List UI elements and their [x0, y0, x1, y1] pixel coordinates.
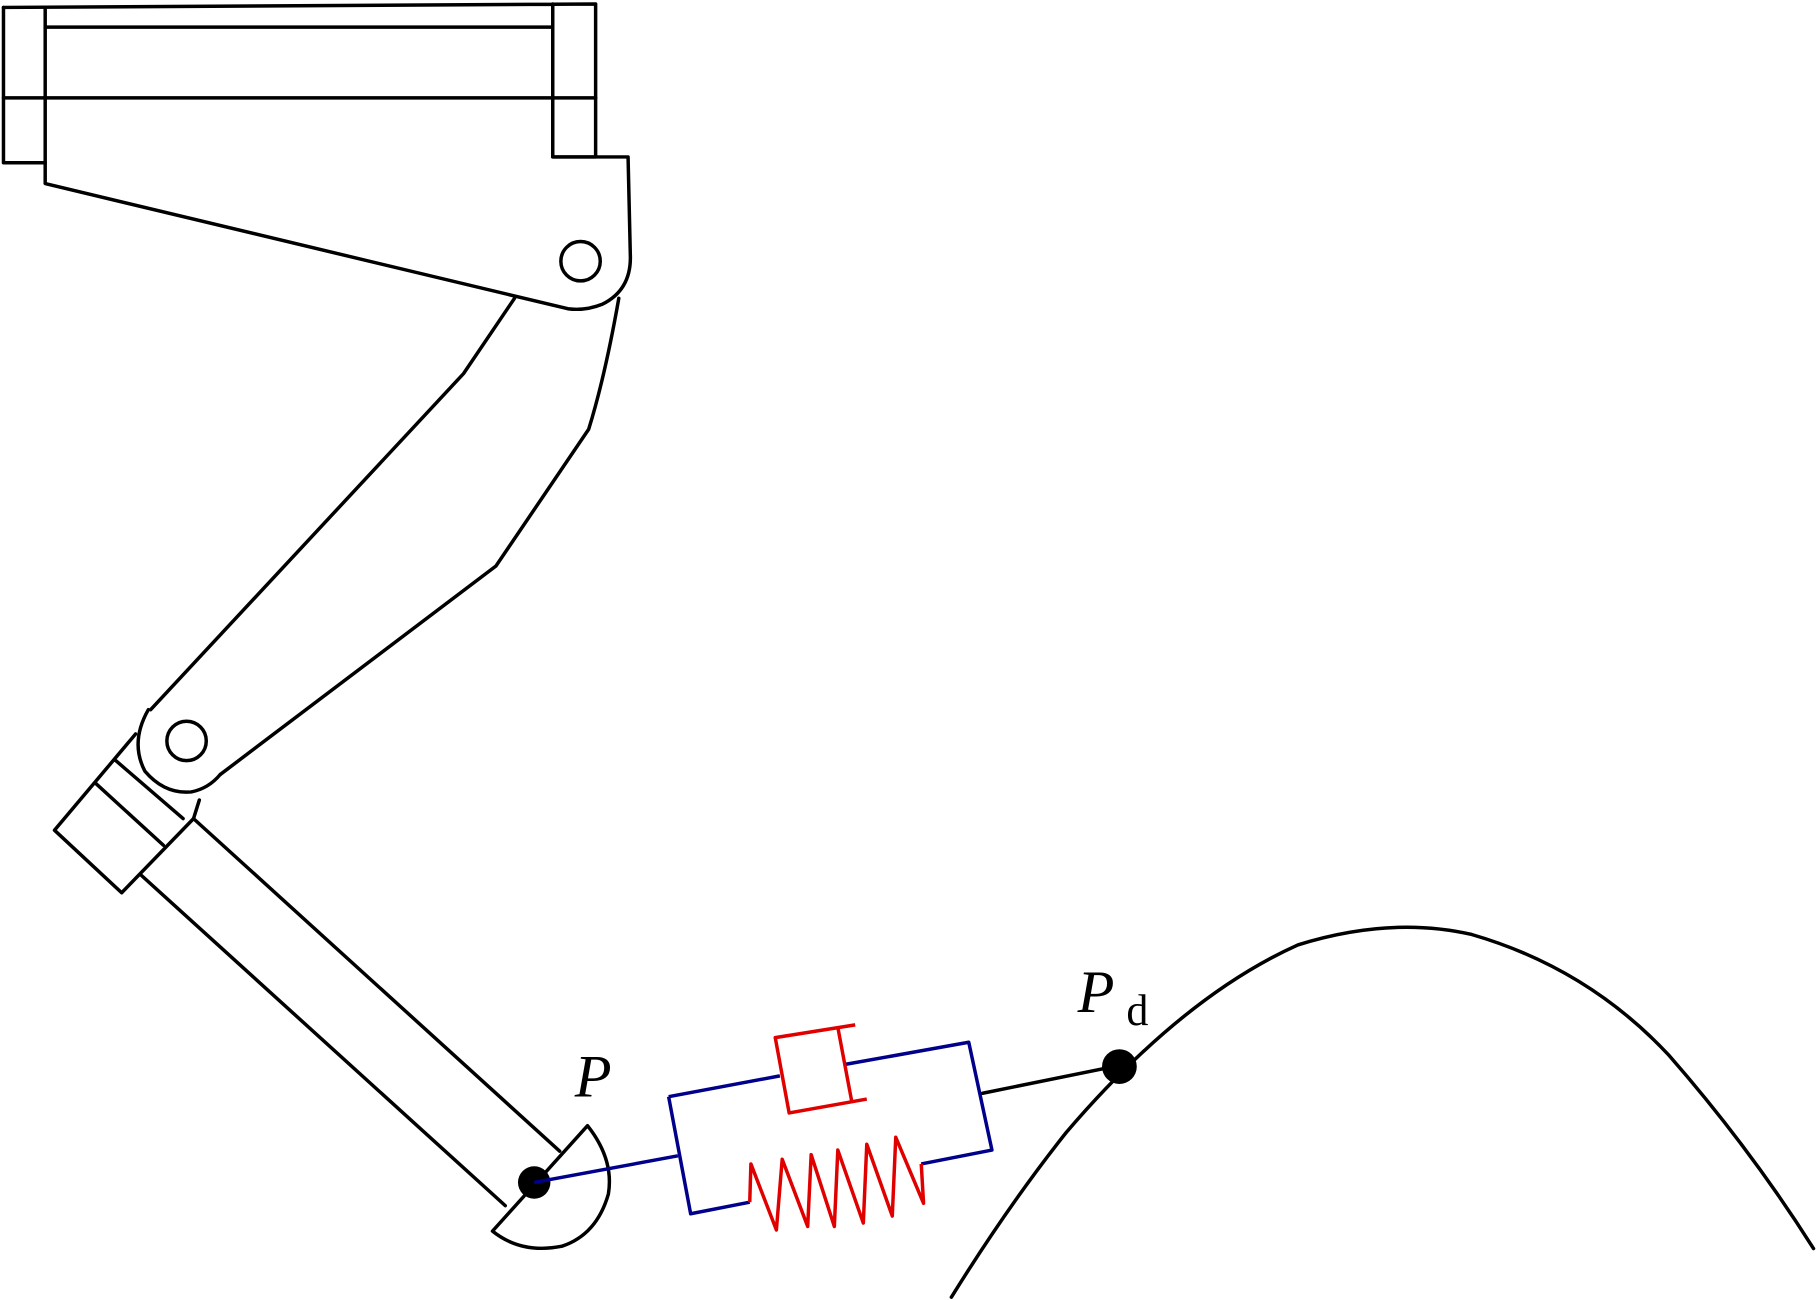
label-p: P	[574, 1044, 612, 1111]
impedance-frame	[533, 1040, 1122, 1216]
spring	[748, 1135, 926, 1232]
damper	[773, 1023, 868, 1115]
desired-trajectory	[949, 925, 1816, 1299]
elbow-joint-icon	[165, 719, 209, 763]
forearm-link	[139, 816, 562, 1208]
desired-point-icon	[1102, 1049, 1137, 1084]
label-pd-subscript: d	[1126, 986, 1148, 1035]
shoulder-joint-icon	[559, 239, 602, 283]
wrist-block	[52, 732, 202, 895]
robot-base	[1, 2, 633, 312]
label-pd: P	[1077, 959, 1115, 1026]
upper-link	[136, 296, 621, 794]
